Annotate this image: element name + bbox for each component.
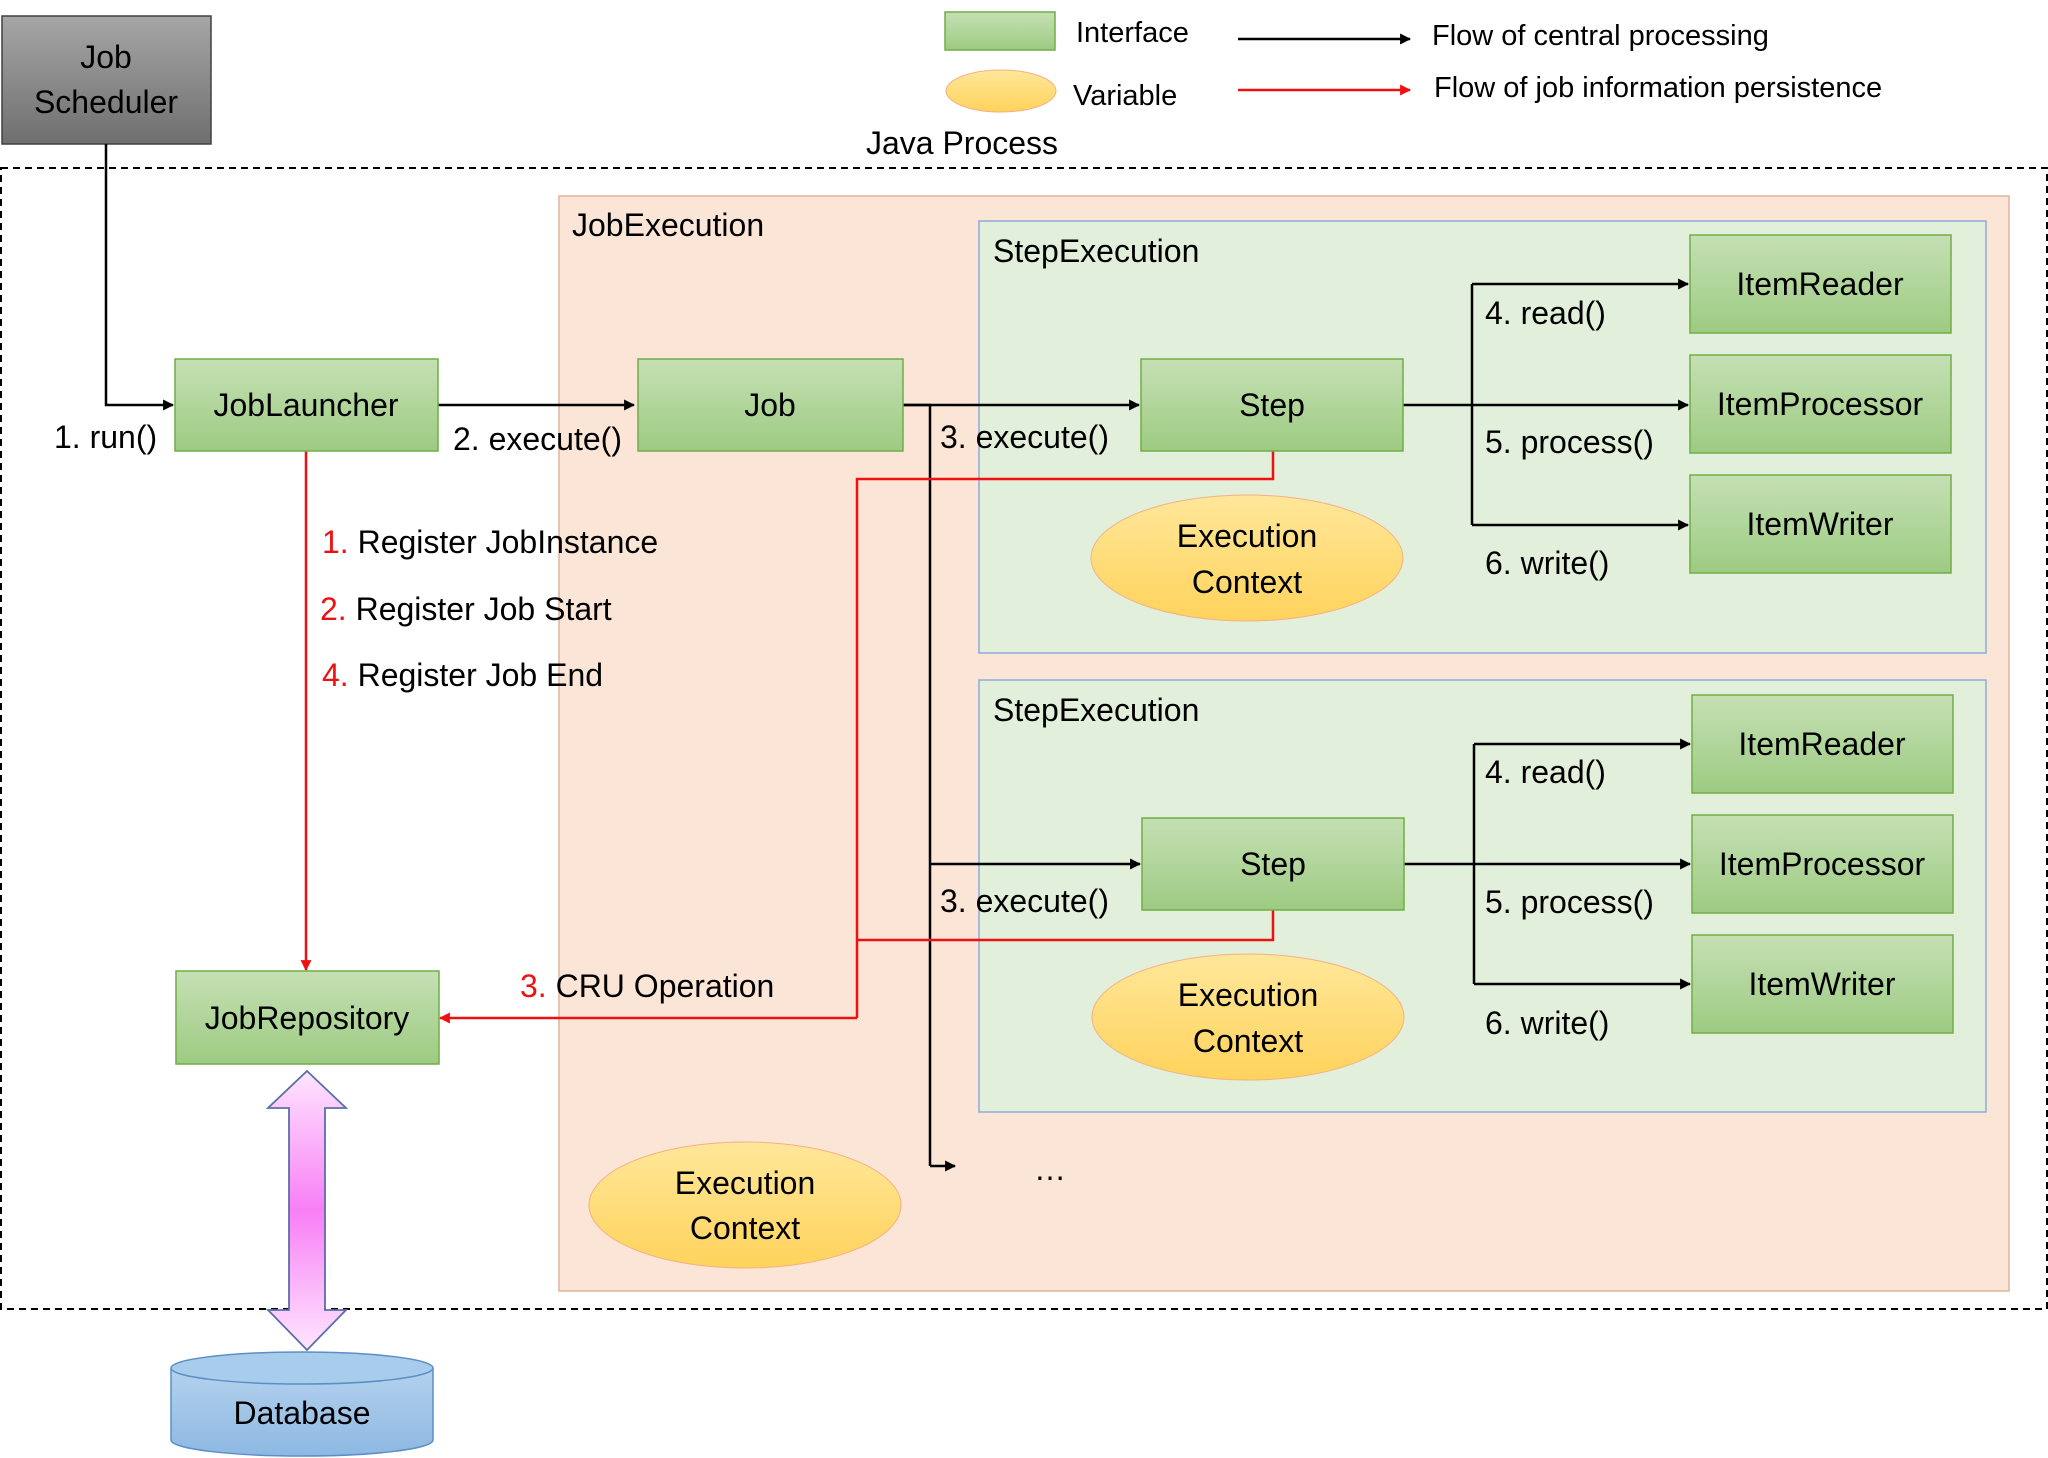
step1-item-writer-label: ItemWriter xyxy=(1747,506,1894,542)
step2-process-label: 5. process() xyxy=(1485,884,1654,920)
step1-item-writer-box xyxy=(1689,474,1952,574)
register-step-1: 1. Register JobInstance xyxy=(322,524,658,560)
java-process-boundary xyxy=(0,167,2048,1310)
job-launcher-label: JobLauncher xyxy=(213,387,398,423)
legend-interface-label: Interface xyxy=(1076,17,1189,49)
step1-read-label: 4. read() xyxy=(1485,295,1606,331)
step1-to-repository-line xyxy=(855,451,1275,1018)
step1-label: Step xyxy=(1239,387,1305,423)
database-cylinder xyxy=(170,1351,434,1457)
job-scheduler-label-line1: Job xyxy=(80,39,132,75)
repository-database-double-arrow xyxy=(265,1069,349,1352)
step1-context-line1: Execution xyxy=(1177,518,1318,554)
step2-to-repository-line xyxy=(857,910,1275,942)
step1-context-line2: Context xyxy=(1192,564,1302,600)
step2-box xyxy=(1141,817,1405,911)
more-steps-ellipsis: … xyxy=(1034,1151,1066,1187)
step2-write-label: 6. write() xyxy=(1485,1005,1609,1041)
step1-item-reader-label: ItemReader xyxy=(1736,266,1904,302)
step-execution-label-2: StepExecution xyxy=(993,692,1199,728)
register-step-4: 4. Register Job End xyxy=(322,657,603,693)
step2-context-line2: Context xyxy=(1193,1023,1303,1059)
job-launcher-box xyxy=(174,358,439,452)
job-repository-label: JobRepository xyxy=(205,1000,410,1036)
register-step-2: 2. Register Job Start xyxy=(320,591,612,627)
execute-label: 2. execute() xyxy=(453,421,622,457)
step1-write-label: 6. write() xyxy=(1485,545,1609,581)
job-label: Job xyxy=(744,387,796,423)
persistence-flow-lines xyxy=(300,451,1275,1024)
job-repository-box xyxy=(175,970,440,1065)
legend-persistence-label: Flow of job information persistence xyxy=(1434,72,1882,104)
legend: Interface Variable Flow of central proce… xyxy=(944,11,1882,113)
job-execution-label: JobExecution xyxy=(572,207,764,243)
step1-box xyxy=(1140,358,1404,452)
step2-item-writer-label: ItemWriter xyxy=(1749,966,1896,1002)
job-box xyxy=(637,358,904,452)
job-trunk-line xyxy=(903,403,932,1166)
step1-execution-context xyxy=(1090,494,1404,622)
job-context-line1: Execution xyxy=(675,1165,816,1201)
step2-execution-context xyxy=(1091,953,1405,1081)
step2-read-label: 4. read() xyxy=(1485,754,1606,790)
step2-context-line1: Execution xyxy=(1178,977,1319,1013)
step2-item-reader-label: ItemReader xyxy=(1738,726,1906,762)
job-context-line2: Context xyxy=(690,1210,800,1246)
step1-process-label: 5. process() xyxy=(1485,424,1654,460)
step1-execute-label: 3. execute() xyxy=(940,419,1109,455)
step2-item-processor-box xyxy=(1691,814,1954,914)
step2-item-processor-label: ItemProcessor xyxy=(1719,846,1926,882)
central-flow-lines xyxy=(104,144,1692,1172)
legend-variable-swatch xyxy=(945,69,1057,113)
legend-interface-swatch xyxy=(944,11,1056,51)
cru-operation-label: 3. CRU Operation xyxy=(520,968,774,1004)
run-label: 1. run() xyxy=(54,419,157,455)
step2-label: Step xyxy=(1240,846,1306,882)
legend-variable-label: Variable xyxy=(1073,80,1177,112)
java-process-label: Java Process xyxy=(866,125,1058,161)
job-execution-context xyxy=(588,1141,902,1269)
scheduler-to-launcher-arrow xyxy=(104,144,175,411)
step2-item-reader-box xyxy=(1691,694,1954,794)
job-scheduler-label-line2: Scheduler xyxy=(34,84,178,120)
job-scheduler-box xyxy=(1,15,212,145)
step1-item-processor-box xyxy=(1689,354,1952,454)
step2-item-writer-box xyxy=(1691,934,1954,1034)
step2-execute-label: 3. execute() xyxy=(940,883,1109,919)
step1-item-processor-label: ItemProcessor xyxy=(1717,386,1924,422)
step-execution-label-1: StepExecution xyxy=(993,233,1199,269)
step1-item-reader-box xyxy=(1689,234,1952,334)
legend-central-label: Flow of central processing xyxy=(1432,20,1769,52)
database-label: Database xyxy=(234,1395,371,1431)
